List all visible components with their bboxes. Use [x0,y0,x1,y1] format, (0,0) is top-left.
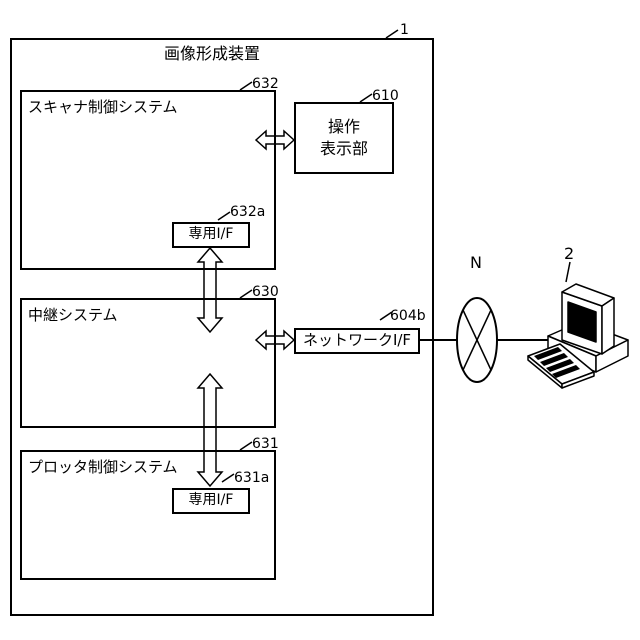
plotter-ref: 631 [252,436,279,452]
plotter-control-system-label: プロッタ制御システム [28,458,178,476]
relay-ref: 630 [252,284,279,300]
network-if-box: ネットワークI/F [294,328,420,354]
leader-1 [386,30,398,38]
device-title: 画像形成装置 [164,45,260,63]
network-symbol [457,298,497,382]
network-label: N [470,254,482,272]
relay-system-label: 中継システム [28,306,118,324]
scanner-control-system-label: スキャナ制御システム [28,98,178,116]
scanner-ref: 632 [252,76,279,92]
network-if-ref: 604b [390,308,426,324]
scanner-if-ref: 632a [230,204,265,220]
plotter-if-ref: 631a [234,470,269,486]
scanner-dedicated-if: 専用I/F [172,222,250,248]
plotter-dedicated-if: 専用I/F [172,488,250,514]
operation-display-ref: 610 [372,88,399,104]
device-ref: 1 [400,22,409,38]
computer-ref: 2 [564,246,574,262]
operation-display-line1: 操作 [294,116,394,138]
operation-display-line2: 表示部 [294,138,394,160]
leader-2 [566,262,570,282]
computer-icon [528,284,628,388]
